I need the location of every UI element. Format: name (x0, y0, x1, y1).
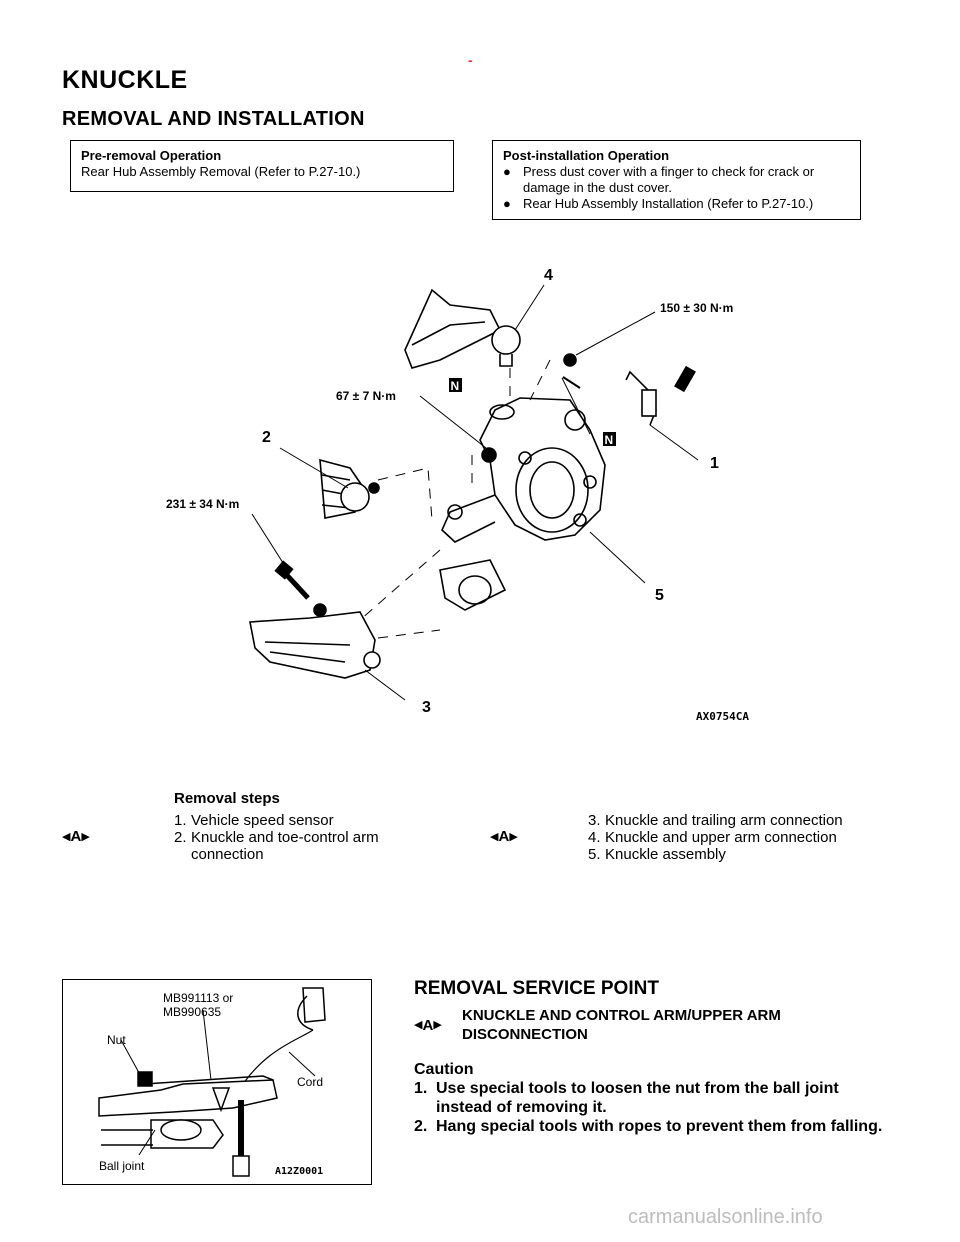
removal-step: 5. Knuckle assembly (588, 846, 726, 863)
upper-ball-joint-part (491, 325, 521, 355)
bullet-icon: ● (503, 196, 511, 211)
nut-label: Nut (107, 1033, 126, 1047)
caution-block: Caution 1. Use special tools to loosen t… (414, 1060, 888, 1136)
triangle-left-icon: ◀ (62, 831, 71, 843)
post-install-box: Post-installation Operation ● Press dust… (492, 140, 861, 220)
service-marker-a: ◀A▶ (414, 1016, 442, 1034)
service-point-subtitle: ◀A▶ KNUCKLE AND CONTROL ARM/UPPER ARM DI… (414, 1007, 781, 1043)
cord-label: Cord (297, 1075, 323, 1089)
removal-step: 3. Knuckle and trailing arm connection (588, 812, 843, 829)
removal-steps-right: 3. Knuckle and trailing arm connection 4… (588, 812, 888, 863)
pre-removal-text: Rear Hub Assembly Removal (Refer to P.27… (81, 164, 361, 179)
watermark: carmanualsonline.info (628, 1206, 823, 1228)
removal-step: 4. Knuckle and upper arm connection (588, 829, 837, 846)
replace-part-mark: N (605, 433, 614, 447)
service-point-title: REMOVAL SERVICE POINT (414, 978, 659, 999)
tool-label-2: MB990635 (163, 1005, 221, 1019)
triangle-right-icon: ▶ (81, 831, 90, 843)
post-install-bullet: ● Press dust cover with a finger to chec… (503, 164, 815, 195)
figure-code: A12Z0001 (275, 1166, 323, 1177)
torque-label: 67 ± 7 N·m (336, 389, 396, 403)
special-tool-drawing: MB991113 or MB990635 Nut Cord Ball joint… (98, 987, 326, 1177)
upper-arm-part (404, 288, 502, 369)
top-mark: - (468, 52, 473, 68)
pre-removal-box: Pre-removal Operation Rear Hub Assembly … (70, 140, 454, 192)
section-title: REMOVAL AND INSTALLATION (62, 108, 365, 130)
removal-step: 2. Knuckle and toe-control arm connectio… (174, 829, 379, 863)
triangle-left-icon: ◀ (414, 1018, 423, 1031)
callout-3: 3 (422, 699, 431, 716)
service-marker-a: ◀A▶ (490, 828, 518, 845)
callout-2: 2 (262, 429, 271, 446)
removal-step: 1. Vehicle speed sensor (174, 812, 334, 829)
triangle-right-icon: ▶ (509, 831, 518, 843)
long-bolt-part (282, 570, 310, 600)
service-marker-a: ◀A▶ (62, 828, 90, 845)
triangle-left-icon: ◀ (490, 831, 499, 843)
post-install-bullet: ● Rear Hub Assembly Installation (Refer … (503, 196, 814, 211)
ball-joint-label: Ball joint (99, 1159, 145, 1173)
special-tool-illustration: MB991113 or MB990635 Nut Cord Ball joint… (62, 979, 372, 1185)
knuckle-exploded-diagram: N N 4 1 2 5 3 150 ± 30 N·m 67 ± 7 N·m 23… (166, 267, 749, 723)
post-install-title: Post-installation Operation (503, 148, 670, 163)
callout-5: 5 (655, 587, 664, 604)
figure-code: AX0754CA (696, 710, 749, 723)
removal-steps-title: Removal steps (174, 790, 280, 807)
triangle-right-icon: ▶ (433, 1018, 442, 1031)
caution-title: Caution (414, 1061, 474, 1078)
torque-label: 231 ± 34 N·m (166, 497, 239, 511)
caution-item: 1. Use special tools to loosen the nut f… (414, 1080, 839, 1116)
tool-label: MB991113 or (163, 991, 233, 1005)
callout-4: 4 (544, 267, 553, 284)
replace-part-mark: N (451, 379, 460, 393)
torque-label: 150 ± 30 N·m (660, 301, 733, 315)
page-title: KNUCKLE (62, 66, 188, 94)
bullet-icon: ● (503, 164, 511, 179)
callout-1: 1 (710, 455, 719, 472)
removal-steps-left: 1. Vehicle speed sensor 2. Knuckle and t… (174, 812, 434, 863)
caution-item: 2. Hang special tools with ropes to prev… (414, 1118, 883, 1135)
pre-removal-title: Pre-removal Operation (81, 148, 222, 163)
trailing-arm-part (249, 611, 376, 679)
